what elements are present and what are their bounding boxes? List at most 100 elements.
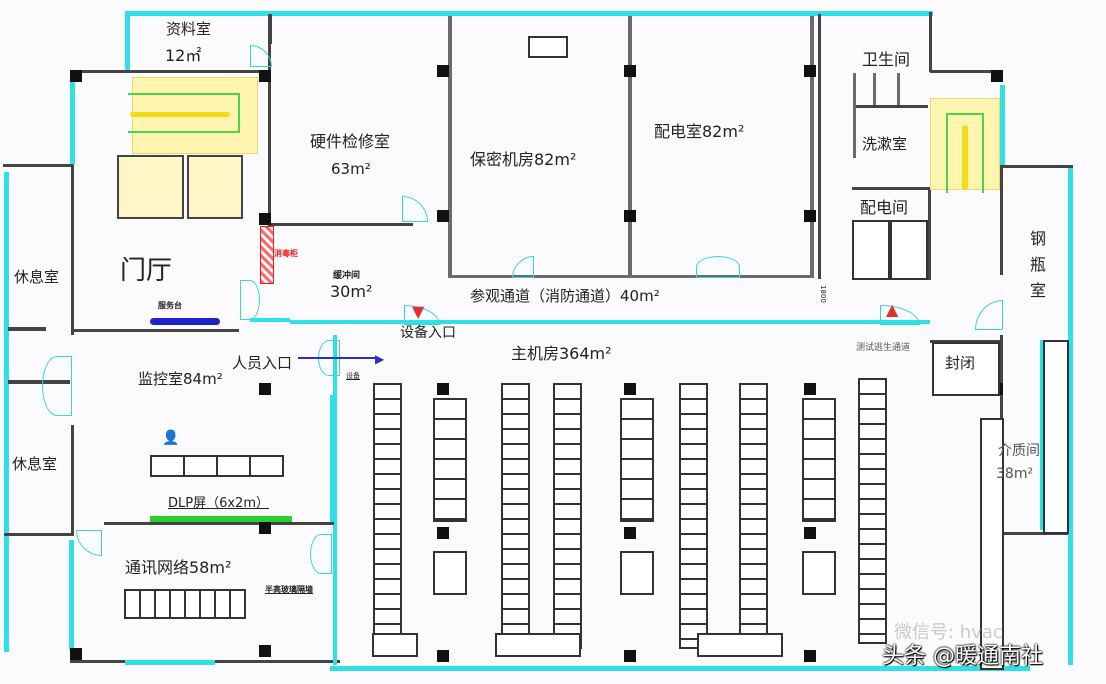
south-glass-a bbox=[125, 660, 215, 665]
operator-seats: 👤 bbox=[162, 430, 198, 446]
room-label-lounge-bottom: 休息室 bbox=[12, 455, 58, 473]
lounge-bottom-wall bbox=[4, 533, 74, 536]
lounge-bottom-inner bbox=[71, 425, 74, 535]
secure-room-equipment bbox=[528, 36, 568, 58]
server-rack-row bbox=[620, 398, 654, 522]
door-monitor[interactable] bbox=[42, 356, 72, 416]
server-rack-small bbox=[620, 551, 654, 595]
medium-room-shelf bbox=[1043, 340, 1069, 534]
door-comm-east[interactable] bbox=[310, 534, 332, 574]
room-label-power: 配电室82m² bbox=[654, 122, 745, 141]
staff-entrance-arrow bbox=[298, 357, 378, 359]
wall-power-east bbox=[810, 16, 814, 278]
stair-arrow-line bbox=[128, 93, 240, 133]
lounge-divider-2 bbox=[8, 380, 70, 384]
west-glass bbox=[4, 172, 9, 652]
column bbox=[259, 522, 271, 534]
east-stair-glass bbox=[1000, 85, 1005, 165]
column bbox=[437, 65, 449, 77]
room-label-restroom: 卫生间 bbox=[862, 50, 911, 69]
restroom-stall-wall bbox=[853, 73, 856, 158]
lobby-south-glass bbox=[250, 318, 290, 322]
room-label-sealed: 封闭 bbox=[945, 354, 976, 372]
room-label-lobby: 门厅 bbox=[120, 256, 173, 286]
room-label-corridor: 参观通道（消防通道）40m² bbox=[470, 287, 660, 305]
corridor-north-wall bbox=[448, 275, 814, 278]
west-inner-wall bbox=[71, 165, 74, 335]
restroom-west bbox=[818, 14, 821, 279]
restroom-south bbox=[856, 105, 928, 108]
column bbox=[624, 650, 636, 662]
room-label-buffer: 缓冲间 bbox=[333, 271, 361, 281]
room-area-medium: 38m² bbox=[996, 466, 1034, 482]
column bbox=[804, 650, 816, 662]
reception-desk bbox=[150, 318, 220, 325]
room-label-medium: 介质间 bbox=[998, 443, 1040, 459]
server-rack-small bbox=[433, 551, 467, 595]
column bbox=[259, 70, 271, 82]
south-glass-main bbox=[330, 666, 1030, 671]
hw-south-wall bbox=[268, 223, 413, 226]
watermark: 头条 @暖通南社 bbox=[882, 644, 1043, 669]
column bbox=[437, 527, 449, 539]
server-rack-row bbox=[373, 383, 402, 649]
column bbox=[70, 648, 82, 660]
steel-room-west bbox=[1000, 165, 1003, 275]
server-rack-row bbox=[739, 383, 768, 649]
watermark-ghost: 微信号: hvac bbox=[894, 622, 1003, 643]
glass-partition-label: 半高玻璃隔墙 bbox=[265, 585, 313, 594]
server-rack-row bbox=[501, 383, 530, 649]
stair-handrail bbox=[130, 112, 230, 117]
door-power[interactable] bbox=[696, 256, 740, 278]
column bbox=[804, 527, 816, 539]
ac-unit bbox=[495, 633, 581, 657]
main-room-north-glass bbox=[290, 320, 930, 324]
east-stair-handrail bbox=[962, 125, 968, 190]
console-desk bbox=[150, 455, 284, 477]
door-secure[interactable] bbox=[512, 256, 534, 278]
server-rack-small bbox=[802, 551, 836, 595]
north-glass-wall bbox=[125, 11, 933, 16]
elevator-1 bbox=[117, 155, 184, 219]
room-label-main: 主机房364m² bbox=[511, 344, 612, 363]
staff-entrance-label: 人员入口 bbox=[232, 354, 293, 372]
power-closet-cabinet bbox=[890, 220, 928, 280]
ac-unit bbox=[697, 633, 783, 657]
elevator-2 bbox=[187, 155, 243, 219]
sealed-room bbox=[932, 342, 1000, 396]
room-label-comm: 通讯网络58m² bbox=[125, 558, 232, 577]
door-steel-room[interactable] bbox=[975, 300, 1003, 330]
dimension-label: 1800 bbox=[818, 285, 827, 303]
column bbox=[437, 210, 449, 222]
wall-secure-power bbox=[628, 16, 632, 278]
lobby-south-wall bbox=[74, 329, 239, 332]
staff-entrance-arrowhead: ▶ bbox=[375, 352, 385, 366]
column bbox=[804, 383, 816, 395]
room-label-monitor: 监控室84m² bbox=[138, 370, 223, 388]
column bbox=[437, 650, 449, 662]
lounge-top-box bbox=[3, 164, 73, 167]
cabinet-label: 消毒柜 bbox=[274, 249, 298, 258]
reception-label: 服务台 bbox=[158, 301, 182, 310]
restroom-stall bbox=[897, 73, 900, 106]
server-rack-row bbox=[802, 398, 836, 522]
column bbox=[804, 210, 816, 222]
door-comm[interactable] bbox=[76, 530, 102, 556]
room-label-power-closet: 配电间 bbox=[860, 198, 909, 217]
west-lower-glass bbox=[69, 540, 74, 650]
server-rack-row bbox=[433, 398, 467, 522]
ne-vertical bbox=[929, 12, 932, 72]
door-lobby[interactable] bbox=[240, 280, 260, 320]
hw-west-wall bbox=[268, 16, 271, 226]
archive-west-glass bbox=[125, 11, 130, 71]
lounge-divider bbox=[8, 327, 46, 331]
column bbox=[624, 383, 636, 395]
corner-tag: 设备 bbox=[346, 372, 360, 380]
main-room-west-glass bbox=[333, 335, 337, 665]
column bbox=[259, 213, 271, 225]
door-hardware[interactable] bbox=[402, 196, 428, 222]
room-area-hardware: 63m² bbox=[331, 160, 371, 178]
network-rack-row bbox=[124, 589, 246, 619]
room-label-lounge-top: 休息室 bbox=[14, 268, 60, 286]
column bbox=[804, 65, 816, 77]
